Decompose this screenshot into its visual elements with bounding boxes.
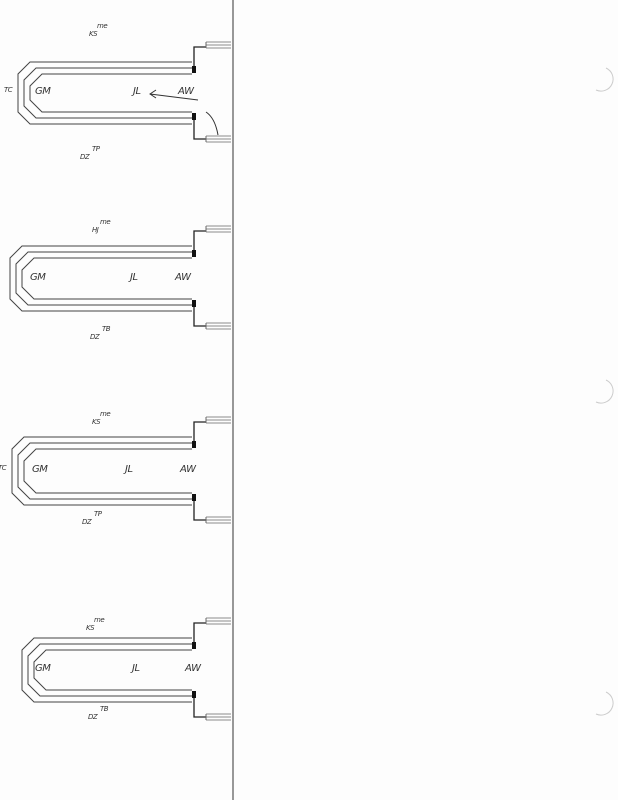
door-frame — [193, 230, 206, 250]
seat-label-top: me — [97, 22, 108, 30]
seat-label-bottom: DZ — [90, 333, 100, 341]
door-post — [192, 300, 196, 307]
seat-label-aw: AW — [180, 464, 196, 475]
seat-label-jl: JL — [130, 271, 138, 283]
seat-label-gm: GM — [30, 271, 46, 283]
seat-label-bottom: DZ — [82, 518, 92, 526]
table-rail — [17, 61, 192, 125]
seat-label-top: me — [100, 410, 111, 418]
table-rail — [15, 251, 192, 306]
table-rail — [21, 637, 192, 703]
table-rail — [11, 436, 192, 506]
table-rail — [23, 67, 192, 119]
seat-label-top: HJ — [92, 226, 99, 234]
seat-label-top: me — [100, 218, 111, 226]
seat-label-top: me — [94, 616, 105, 624]
table-rail — [23, 448, 192, 494]
seat-label-aw: AW — [175, 271, 191, 283]
door-post — [192, 441, 196, 448]
seat-label-aw: AW — [178, 86, 194, 97]
seat-label-end: TC — [4, 86, 13, 94]
door-frame — [193, 120, 206, 140]
seat-label-gm: GM — [35, 663, 51, 674]
seat-label-gm: GM — [35, 86, 51, 97]
door-frame — [193, 698, 206, 718]
seat-label-bottom: TB — [100, 705, 109, 713]
door-post — [192, 66, 196, 73]
seat-label-top: KS — [89, 30, 98, 38]
seat-label-bottom: DZ — [88, 713, 98, 721]
punch-hole — [595, 379, 614, 404]
table-rail — [9, 245, 192, 312]
seat-label-top: KS — [86, 624, 95, 632]
punch-hole — [595, 691, 614, 716]
door-frame — [193, 501, 206, 521]
door-frame — [193, 622, 206, 642]
seat-label-end: TC — [0, 464, 7, 472]
arrow — [149, 89, 199, 101]
seat-label-aw: AW — [185, 663, 201, 674]
table-rail — [27, 643, 192, 697]
door-post — [192, 691, 196, 698]
door-post — [192, 494, 196, 501]
table-rail — [33, 649, 192, 691]
arrow — [205, 111, 219, 136]
door-frame — [193, 421, 206, 441]
seat-label-jl: JL — [132, 663, 140, 674]
seat-label-top: KS — [92, 418, 101, 426]
seat-label-jl: JL — [125, 464, 133, 475]
table-rail — [21, 257, 192, 300]
door-frame — [193, 46, 206, 66]
seat-label-bottom: TP — [92, 145, 100, 153]
seat-label-gm: GM — [32, 464, 48, 475]
seat-label-bottom: DZ — [80, 153, 90, 161]
seat-label-bottom: TP — [94, 510, 102, 518]
door-post — [192, 642, 196, 649]
seat-label-bottom: TB — [102, 325, 111, 333]
table-rail — [29, 73, 192, 113]
table-rail — [17, 442, 192, 500]
door-post — [192, 113, 196, 120]
punch-hole — [595, 67, 614, 92]
door-post — [192, 250, 196, 257]
door-frame — [193, 307, 206, 327]
seat-label-jl: JL — [133, 86, 141, 97]
